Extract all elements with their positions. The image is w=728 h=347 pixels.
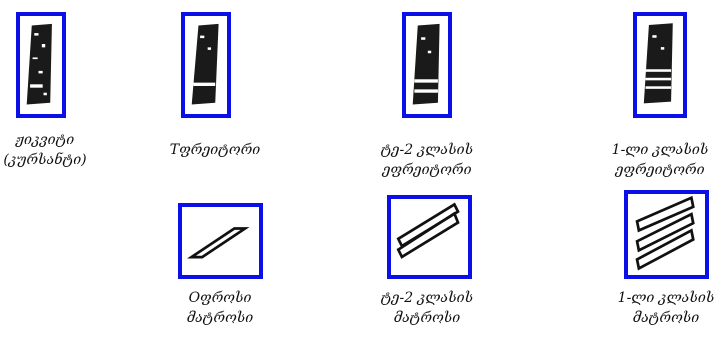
caption-line: მატროსი [632, 310, 700, 326]
caption-second-class-seaman: ტე-2 კლასის მატროსი [372, 288, 482, 328]
triple-chevron-stripe-icon [635, 195, 695, 271]
shoulder-board-second-class-corporal-icon [412, 23, 440, 105]
caption-line: Oფროსი [188, 290, 252, 306]
caption-line: ტე-2 კლასის [380, 142, 474, 158]
shoulder-board-first-class-corporal-icon [643, 23, 673, 104]
caption-senior-seaman: Oფროსი მატროსი [170, 288, 270, 328]
caption-line: (კურსანტი) [3, 152, 87, 168]
caption-line: ეფრეიტორი [615, 162, 705, 178]
insignia-frame-senior-seaman [178, 203, 263, 279]
double-chevron-stripe-icon [396, 202, 460, 259]
caption-line: Tფრეიტორი [169, 142, 261, 158]
caption-line: ეფრეიტორი [382, 162, 472, 178]
caption-line: 1-ლი კლასის [611, 142, 709, 158]
caption-first-class-seaman: 1-ლი კლასის მატროსი [610, 288, 722, 328]
caption-first-class-corporal: 1-ლი კლასის ეფრეიტორი [604, 140, 716, 180]
caption-line: მატროსი [393, 310, 461, 326]
single-chevron-stripe-icon [186, 227, 250, 259]
insignia-frame-cadet [16, 12, 66, 118]
caption-second-class-corporal: ტე-2 კლასის ეფრეიტორი [372, 140, 482, 180]
shoulder-board-sergeant-icon [191, 23, 219, 105]
caption-line: ტე-2 კლასის [380, 290, 474, 306]
caption-cadet: ჟიკვიტი (კურსანტი) [0, 130, 90, 170]
insignia-frame-first-class-seaman [624, 190, 709, 279]
caption-line: ჟიკვიტი [15, 132, 75, 148]
insignia-frame-first-class-corporal [633, 12, 687, 118]
insignia-frame-second-class-corporal [402, 12, 452, 118]
caption-line: 1-ლი კლასის [617, 290, 715, 306]
shoulder-board-cadet-icon [26, 23, 52, 105]
insignia-frame-second-class-seaman [387, 195, 472, 279]
caption-sergeant: Tფრეიტორი [160, 140, 270, 160]
insignia-frame-sergeant [181, 12, 231, 118]
caption-line: მატროსი [186, 310, 254, 326]
